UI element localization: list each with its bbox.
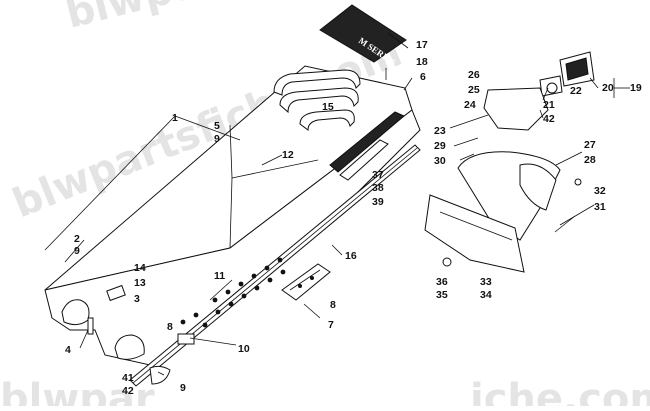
bolt-4	[87, 317, 94, 335]
callout-10: 10	[238, 343, 250, 355]
callout-1: 1	[172, 112, 178, 124]
callout-22: 22	[570, 85, 582, 97]
callout-23: 23	[434, 125, 446, 137]
callout-14: 14	[134, 262, 146, 274]
callout-26: 26	[468, 69, 480, 81]
callout-19: 19	[630, 82, 642, 94]
callout-39: 39	[372, 196, 384, 208]
taillight-assembly	[539, 51, 595, 97]
callout-4: 4	[65, 344, 71, 356]
callout-21: 21	[543, 99, 555, 111]
bracket-41	[149, 365, 171, 385]
callout-32: 32	[594, 185, 606, 197]
callout-9-left: 9	[74, 245, 80, 257]
bracket-8	[177, 333, 195, 345]
callout-25: 25	[468, 84, 480, 96]
callout-8-right: 8	[330, 299, 336, 311]
callout-30: 30	[434, 155, 446, 167]
callout-41: 41	[122, 372, 134, 384]
callout-9-bottom: 9	[180, 382, 186, 394]
callout-6: 6	[420, 71, 426, 83]
callout-42-bottom: 42	[122, 385, 134, 397]
callout-37: 37	[372, 169, 384, 181]
callout-42-right: 42	[543, 113, 555, 125]
callout-9-top: 9	[214, 133, 220, 145]
callout-numbers: 1 2 9 3 4 5 9 6 7 8 8 9 10 11 12 13 14 1…	[65, 39, 642, 397]
rear-flap-assembly	[424, 87, 582, 273]
callout-33: 33	[480, 276, 492, 288]
callout-7: 7	[328, 319, 334, 331]
rivet-holes	[180, 257, 286, 328]
callout-2: 2	[74, 233, 80, 245]
callout-27: 27	[584, 139, 596, 151]
callout-15: 15	[322, 101, 334, 113]
callout-36: 36	[436, 276, 448, 288]
watermark-bottom-right: iche.com	[470, 376, 650, 406]
callout-11: 11	[214, 270, 225, 282]
watermark-bottom-left: blwpar	[0, 376, 155, 406]
callout-16: 16	[345, 250, 357, 262]
callout-24: 24	[464, 99, 476, 111]
callout-29: 29	[434, 140, 446, 152]
callout-13: 13	[134, 277, 146, 289]
callout-31: 31	[594, 201, 606, 213]
callout-17: 17	[416, 39, 428, 51]
slide-bracket	[281, 263, 331, 301]
callout-35: 35	[436, 289, 448, 301]
callout-5: 5	[214, 120, 220, 132]
leader-lines	[44, 32, 630, 376]
callout-20: 20	[602, 82, 614, 94]
callout-8-left: 8	[167, 321, 173, 333]
callout-34: 34	[480, 289, 492, 301]
callout-38: 38	[372, 182, 384, 194]
callout-18: 18	[416, 56, 428, 68]
callout-12: 12	[282, 149, 294, 161]
callout-28: 28	[584, 154, 596, 166]
tunnel-assembly	[44, 65, 421, 387]
callout-3: 3	[134, 293, 140, 305]
